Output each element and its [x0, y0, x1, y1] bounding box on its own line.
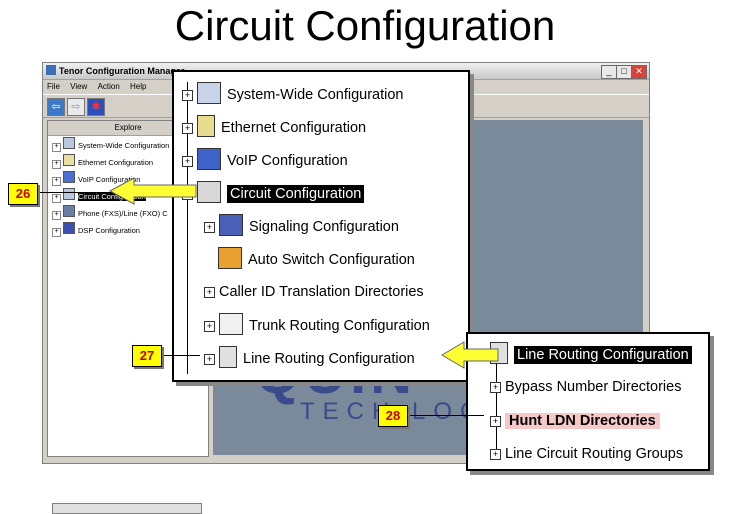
explorer-title: Explore — [48, 121, 208, 136]
circuit-icon — [63, 188, 75, 200]
horizontal-scrollbar[interactable] — [52, 503, 202, 514]
callout-connector — [408, 415, 484, 416]
tree-item-voip[interactable]: +VoIP Configuration — [182, 148, 348, 172]
tree-item-signaling[interactable]: +Signaling Configuration — [204, 214, 399, 238]
arrow-left-icon — [108, 177, 197, 205]
expand-icon[interactable]: + — [490, 382, 501, 393]
tree-item-hunt-ldn[interactable]: +Hunt LDN Directories — [490, 409, 660, 433]
explorer-item-system-wide[interactable]: +System-Wide Configuration — [52, 137, 169, 153]
tree-item-caller-id[interactable]: +Caller ID Translation Directories — [204, 280, 424, 304]
tree-callout-sub: Line Routing Configuration +Bypass Numbe… — [466, 332, 710, 471]
circuit-icon — [197, 181, 221, 203]
expand-icon[interactable]: + — [52, 143, 61, 152]
tree-item-circuit[interactable]: +Circuit Configuration — [182, 181, 365, 205]
tree-item-auto-switch[interactable]: Auto Switch Configuration — [218, 247, 415, 271]
tree-item-line-routing[interactable]: +Line Routing Configuration — [204, 346, 415, 370]
tree-item-ethernet[interactable]: +Ethernet Configuration — [182, 115, 366, 139]
expand-icon[interactable]: + — [182, 156, 193, 167]
expand-icon[interactable]: + — [204, 321, 215, 332]
menu-file[interactable]: File — [47, 82, 60, 91]
step-badge-27: 27 — [132, 345, 162, 367]
slide-title: Circuit Configuration — [174, 2, 556, 49]
document-icon — [63, 137, 75, 149]
back-arrow-icon[interactable]: ⇦ — [47, 98, 65, 116]
tree-callout-main: +System-Wide Configuration +Ethernet Con… — [172, 70, 470, 382]
expand-icon[interactable]: + — [490, 416, 501, 427]
expand-icon[interactable]: + — [52, 194, 61, 203]
explorer-item-dsp[interactable]: +DSP Configuration — [52, 222, 140, 238]
dsp-icon — [63, 222, 75, 234]
expand-icon[interactable]: + — [182, 90, 193, 101]
auto-switch-icon — [218, 247, 242, 269]
expand-icon[interactable]: + — [204, 287, 215, 298]
explorer-item-phone[interactable]: +Phone (FXS)/Line (FXO) C — [52, 205, 168, 221]
phone-icon — [63, 205, 75, 217]
trunk-routing-icon — [219, 313, 243, 335]
ethernet-icon — [197, 115, 215, 137]
signaling-icon — [219, 214, 243, 236]
expand-icon[interactable]: + — [52, 228, 61, 237]
document-icon — [197, 82, 221, 104]
step-badge-26: 26 — [8, 183, 38, 205]
stop-icon[interactable]: ✱ — [87, 98, 105, 116]
voip-icon — [63, 171, 75, 183]
tree-item-trunk-routing[interactable]: +Trunk Routing Configuration — [204, 313, 430, 337]
maximize-button[interactable]: □ — [616, 65, 632, 79]
expand-icon[interactable]: + — [52, 211, 61, 220]
window-title: Tenor Configuration Manager — [59, 66, 185, 76]
expand-icon[interactable]: + — [182, 123, 193, 134]
tree-item-line-circuit-groups[interactable]: +Line Circuit Routing Groups — [490, 442, 683, 466]
callout-connector — [36, 192, 96, 193]
explorer-item-voip[interactable]: +VoIP Configuration — [52, 171, 140, 187]
explorer-item-circuit[interactable]: +Circuit Configuration — [52, 188, 146, 204]
expand-icon[interactable]: + — [490, 449, 501, 460]
forward-arrow-icon[interactable]: ⇨ — [67, 98, 85, 116]
menu-help[interactable]: Help — [130, 82, 147, 91]
explorer-item-ethernet[interactable]: +Ethernet Configuration — [52, 154, 153, 170]
tree-item-system-wide[interactable]: +System-Wide Configuration — [182, 82, 404, 106]
voip-icon — [197, 148, 221, 170]
menu-action[interactable]: Action — [97, 82, 120, 91]
close-button[interactable]: ✕ — [631, 65, 647, 79]
app-icon — [46, 65, 56, 75]
tree-line — [496, 364, 497, 460]
menu-bar: File View Action Help — [43, 80, 649, 93]
tree-item-line-routing-selected[interactable]: Line Routing Configuration — [490, 342, 692, 366]
step-badge-28: 28 — [378, 405, 408, 427]
menu-view[interactable]: View — [70, 82, 88, 91]
expand-icon[interactable]: + — [204, 354, 215, 365]
minimize-button[interactable]: _ — [601, 65, 617, 79]
arrow-left-icon — [441, 341, 499, 369]
expand-icon[interactable]: + — [52, 177, 61, 186]
callout-connector — [160, 355, 200, 356]
expand-icon[interactable]: + — [204, 222, 215, 233]
expand-icon[interactable]: + — [52, 160, 61, 169]
line-routing-icon — [219, 346, 237, 368]
tree-line — [187, 82, 188, 374]
ethernet-icon — [63, 154, 75, 166]
tree-item-bypass[interactable]: +Bypass Number Directories — [490, 375, 681, 399]
